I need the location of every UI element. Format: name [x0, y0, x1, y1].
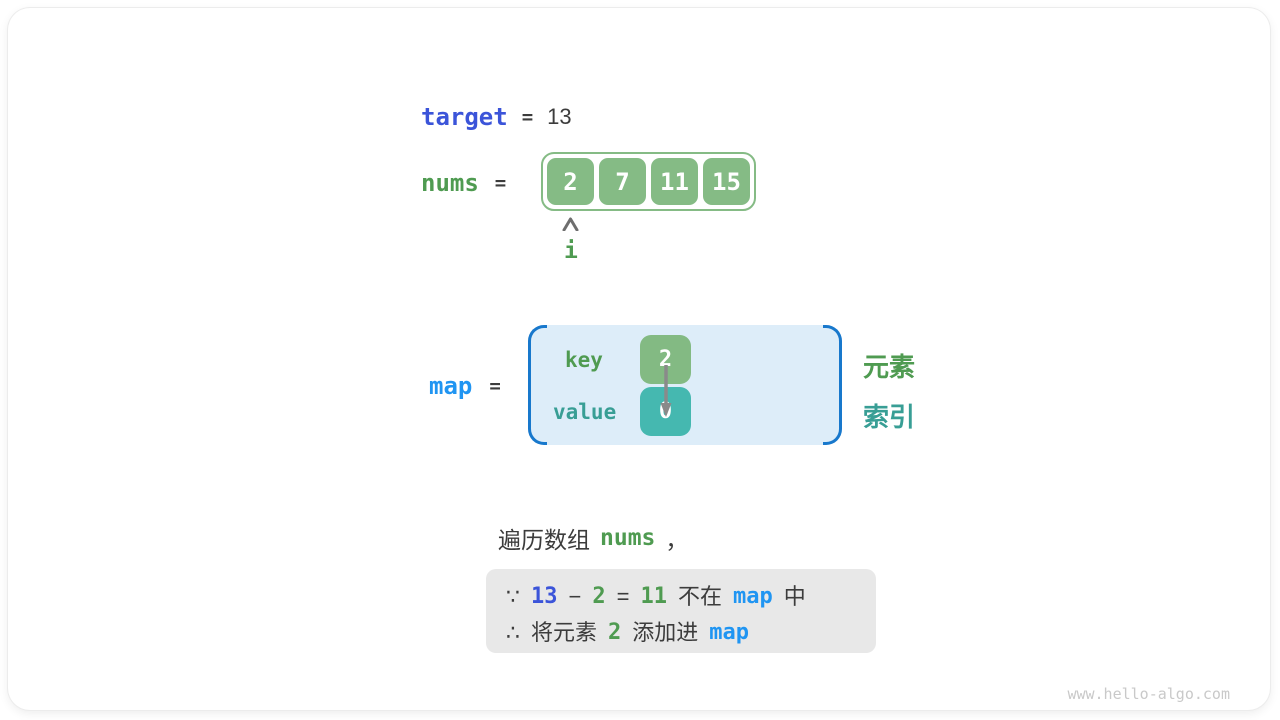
map-left-bracket	[528, 325, 547, 445]
key-to-value-arrow-icon	[658, 365, 674, 421]
map-code-token: map	[732, 584, 773, 609]
element-value-token: 2	[592, 584, 606, 609]
element-value-token: 2	[608, 620, 622, 645]
equals-sign: =	[616, 584, 630, 609]
map-key-label: key	[565, 348, 603, 372]
watermark: www.hello-algo.com	[1067, 685, 1230, 703]
pointer-index-label: i	[564, 238, 578, 264]
nums-array: 2 7 11 15	[541, 152, 756, 211]
map-value-label: value	[553, 400, 617, 424]
nums-assignment: nums =	[421, 169, 506, 197]
caption-prefix: 遍历数组	[498, 527, 590, 553]
array-cell: 15	[703, 158, 750, 205]
caption-nums-code: nums	[600, 525, 656, 551]
equals-sign: =	[494, 172, 507, 194]
array-cell: 2	[547, 158, 594, 205]
add-into-text: 添加进	[632, 620, 699, 645]
target-value-token: 13	[531, 584, 558, 609]
note-line-therefore: ∴ 将元素 2 添加进 map	[506, 616, 876, 650]
figure-card: target = 13 nums = 2 7 11 15 i map = key…	[8, 8, 1270, 710]
map-right-bracket	[823, 325, 842, 445]
map-keyword: map	[429, 372, 473, 400]
legend-index-label: 索引	[863, 402, 916, 432]
add-element-text: 将元素	[531, 620, 598, 645]
note-line-because: ∵ 13 − 2 = 11 不在 map 中	[506, 580, 876, 614]
map-assignment: map =	[429, 372, 501, 400]
map-code-token: map	[709, 620, 750, 645]
in-suffix-text: 中	[783, 584, 806, 609]
equals-sign: =	[521, 106, 534, 128]
because-symbol: ∵	[506, 584, 520, 609]
caption-line: 遍历数组 nums ，	[498, 521, 688, 555]
equals-sign: =	[489, 375, 501, 397]
explanation-note: ∵ 13 − 2 = 11 不在 map 中 ∴ 将元素 2 添加进 map	[486, 569, 876, 653]
array-cell: 11	[651, 158, 698, 205]
not-in-text: 不在	[677, 584, 722, 609]
target-assignment: target = 13	[421, 103, 572, 131]
legend-element-label: 元素	[863, 352, 916, 382]
difference-value-token: 11	[640, 584, 667, 609]
map-container: key value 2 0	[528, 325, 842, 445]
target-value: 13	[547, 104, 572, 129]
target-keyword: target	[421, 103, 508, 131]
caption-comma: ，	[665, 527, 689, 553]
pointer-caret-icon	[562, 217, 579, 232]
nums-keyword: nums	[421, 169, 479, 197]
minus-sign: −	[568, 584, 582, 609]
array-cell: 7	[599, 158, 646, 205]
therefore-symbol: ∴	[506, 620, 520, 645]
